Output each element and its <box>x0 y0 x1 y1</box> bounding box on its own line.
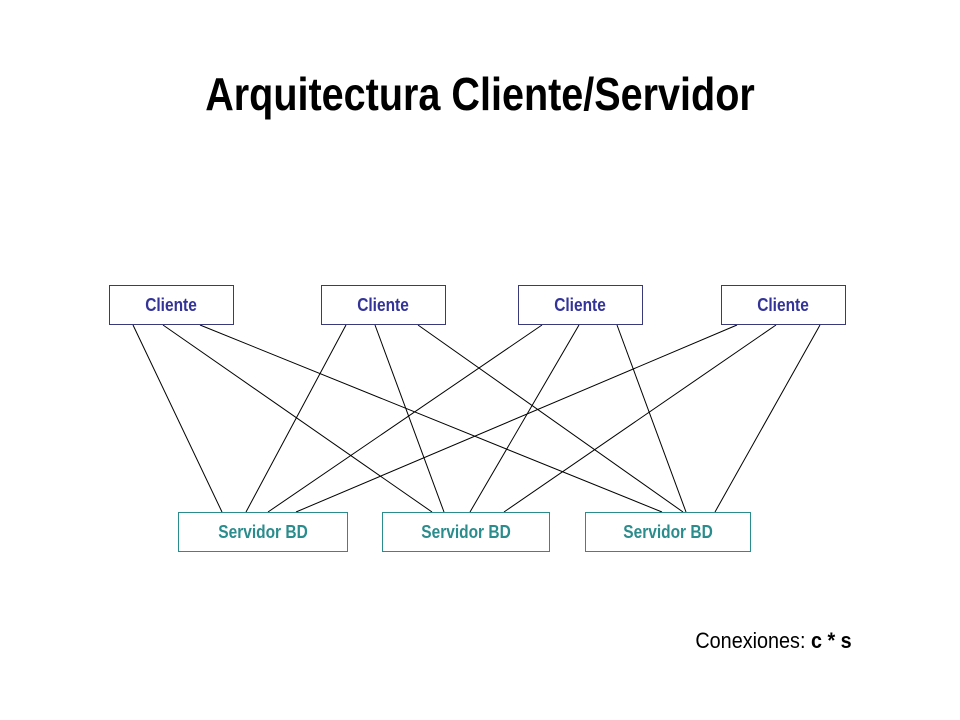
connection-line <box>245 324 347 513</box>
connection-line <box>295 324 738 513</box>
client-node: Cliente <box>721 285 846 325</box>
server-node: Servidor BD <box>178 512 348 552</box>
connection-line <box>714 324 821 513</box>
connections-formula: c * s <box>811 628 852 653</box>
diagram-title: Arquitectura Cliente/Servidor <box>205 68 755 120</box>
connection-line <box>199 324 663 513</box>
connection-line <box>162 324 433 513</box>
connection-line <box>616 324 687 513</box>
connection-line <box>469 324 580 513</box>
connections-note: Conexiones: c * s <box>600 626 852 656</box>
connection-line <box>417 324 684 513</box>
client-node: Cliente <box>321 285 446 325</box>
server-node: Servidor BD <box>585 512 751 552</box>
client-node: Cliente <box>518 285 643 325</box>
server-node: Servidor BD <box>382 512 550 552</box>
connection-line <box>267 324 543 513</box>
connection-line <box>374 324 445 513</box>
client-node: Cliente <box>109 285 234 325</box>
connections-label: Conexiones: <box>695 628 812 653</box>
connection-line <box>132 324 223 513</box>
connection-line <box>503 324 777 513</box>
